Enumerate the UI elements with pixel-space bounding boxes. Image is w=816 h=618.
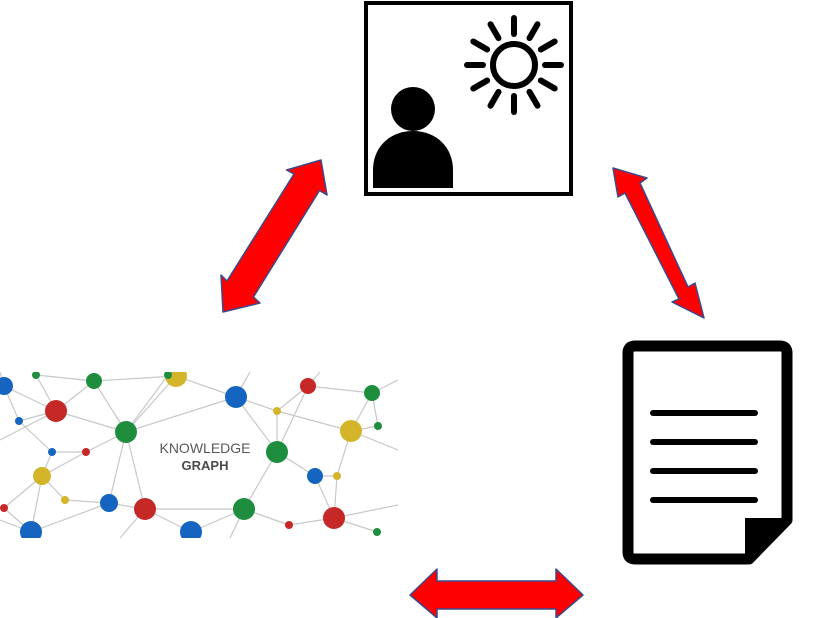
sun-ray xyxy=(487,21,502,42)
graph-node xyxy=(225,386,247,408)
graph-edge xyxy=(276,410,352,432)
knowledge-graph-label-line1: KNOWLEDGE xyxy=(159,440,250,456)
graph-edge xyxy=(93,375,177,382)
graph-node xyxy=(266,441,288,463)
graph-edge xyxy=(276,385,309,453)
graph-edge xyxy=(30,502,110,533)
graph-node xyxy=(340,420,362,442)
sun-icon xyxy=(464,15,564,115)
sun-ray xyxy=(526,21,541,42)
person-icon xyxy=(373,87,453,188)
graph-node xyxy=(364,385,380,401)
graph-node xyxy=(180,521,202,538)
top-node-person-sun xyxy=(364,1,573,196)
sun-ray xyxy=(537,77,558,92)
document-icon xyxy=(622,340,793,565)
graph-node xyxy=(45,400,67,422)
graph-node xyxy=(0,377,13,395)
graph-node xyxy=(86,373,102,389)
double-arrow-top-to-knowledge-graph xyxy=(220,159,328,313)
graph-node xyxy=(323,507,345,529)
graph-edge xyxy=(307,385,373,394)
arrow-top-right xyxy=(612,167,705,319)
knowledge-graph-image: KNOWLEDGE GRAPH xyxy=(0,372,398,538)
graph-node xyxy=(373,528,381,536)
graph-node xyxy=(15,417,23,425)
graph-node xyxy=(300,378,316,394)
graph-node xyxy=(33,467,51,485)
double-arrow-top-to-document xyxy=(612,167,705,319)
graph-node xyxy=(233,498,255,520)
graph-node xyxy=(100,494,118,512)
graph-node xyxy=(48,448,56,456)
graph-edge xyxy=(125,396,237,433)
graph-node xyxy=(164,372,172,379)
arrow-top-left xyxy=(220,159,328,313)
graph-node xyxy=(134,498,156,520)
graph-node xyxy=(20,521,42,538)
graph-edge xyxy=(125,374,169,433)
graph-node xyxy=(115,421,137,443)
sun-ray xyxy=(526,88,541,109)
graph-edge xyxy=(35,374,95,382)
sun-ray xyxy=(537,38,558,53)
graph-edge xyxy=(235,396,278,453)
graph-node xyxy=(374,422,382,430)
graph-edge xyxy=(125,431,146,510)
sun-ray xyxy=(470,38,491,53)
graph-node xyxy=(333,472,341,480)
sun-ray xyxy=(470,77,491,92)
graph-edge xyxy=(18,420,53,453)
double-arrow-knowledge-graph-to-document xyxy=(409,568,584,618)
graph-node xyxy=(82,448,90,456)
right-node-document xyxy=(622,340,793,565)
knowledge-graph-label-line2: GRAPH xyxy=(182,458,229,473)
arrow-bottom xyxy=(409,568,584,618)
graph-edge xyxy=(125,375,177,433)
graph-edge xyxy=(108,431,127,504)
sun-ray xyxy=(487,88,502,109)
graph-node xyxy=(273,407,281,415)
graph-node xyxy=(285,521,293,529)
graph-node xyxy=(307,468,323,484)
graph-node xyxy=(61,496,69,504)
left-node-knowledge-graph: KNOWLEDGE GRAPH xyxy=(0,372,398,538)
graph-node xyxy=(32,372,40,379)
graph-node xyxy=(0,504,8,512)
graph-edge xyxy=(55,410,127,433)
